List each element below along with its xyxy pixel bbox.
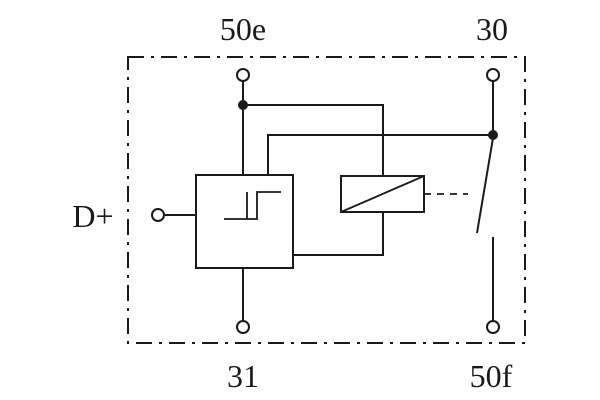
wire-relay-coil-to-block <box>293 212 384 256</box>
label-terminal-50e: 50e <box>220 11 266 47</box>
hysteresis-block-outline <box>195 174 294 269</box>
terminal-dplus <box>151 208 165 222</box>
label-terminal-50f: 50f <box>470 358 513 394</box>
label-terminal-31: 31 <box>227 358 259 394</box>
junction-dot-50e <box>238 100 248 110</box>
hysteresis-symbol-icon <box>224 191 281 220</box>
wire-junction-to-relay-coil <box>243 104 384 176</box>
wire-block-to-switch-junction <box>267 134 493 175</box>
boundary-dashdot-border <box>127 56 526 344</box>
wires <box>164 81 494 321</box>
hysteresis-block <box>195 174 294 269</box>
terminal-30 <box>486 68 500 82</box>
terminal-50f <box>486 320 500 334</box>
label-terminal-30: 30 <box>476 11 508 47</box>
terminals <box>151 68 500 334</box>
junction-dot-30 <box>488 130 498 140</box>
terminal-50e <box>236 68 250 82</box>
terminal-31 <box>236 320 250 334</box>
switch-blade <box>476 137 494 234</box>
label-terminal-dplus: D+ <box>72 198 113 234</box>
relay-coil-diagonal <box>340 175 425 213</box>
relay-coil <box>340 175 425 213</box>
